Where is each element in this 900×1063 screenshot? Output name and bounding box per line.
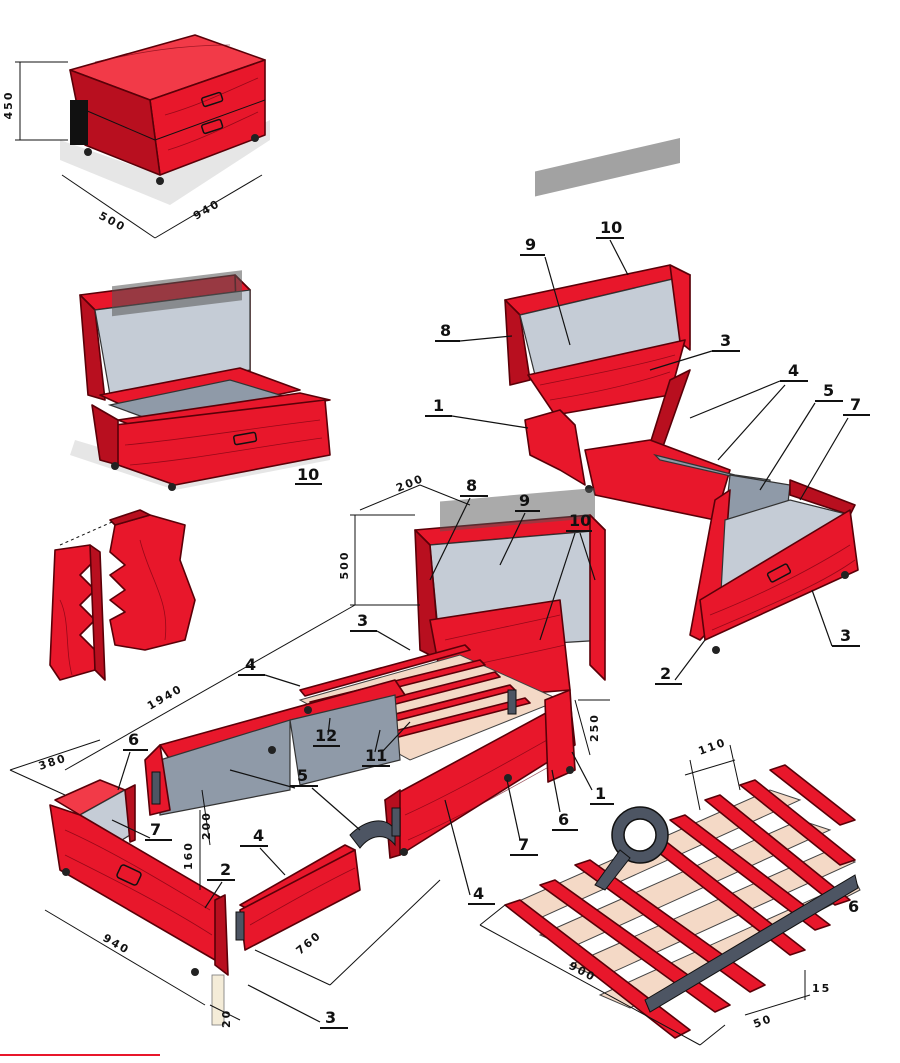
callout-4-bed-top: 4 (245, 655, 256, 674)
open-stool: 10 (70, 270, 331, 491)
metal-strap-roll (594, 806, 669, 891)
dim-end-length: 940 (101, 931, 133, 957)
callout-1-top: 1 (433, 396, 444, 415)
callout-6-left: 6 (128, 730, 139, 749)
callout-7-bed: 7 (518, 835, 529, 854)
dim-head-height: 250 (588, 713, 601, 742)
callout-3-right: 3 (840, 626, 851, 645)
assembled-bed (49, 487, 606, 1026)
dim-offset-160: 160 (182, 841, 195, 870)
callout-10-top: 10 (600, 218, 622, 237)
callout-4-bed-bottom: 4 (473, 884, 484, 903)
callout-1-bed: 1 (595, 784, 606, 803)
callout-8-bed: 8 (466, 476, 477, 495)
callout-10-open: 10 (297, 465, 319, 484)
dim-bed-length: 1940 (145, 682, 185, 713)
dim-side-height: 200 (200, 811, 213, 840)
dim-slat-width: 50 (752, 1012, 775, 1031)
callout-7-top: 7 (850, 395, 861, 414)
callout-4-bed-left: 4 (253, 826, 264, 845)
dim-board-thickness: 20 (220, 1009, 233, 1028)
callout-5-bed: 5 (297, 766, 308, 785)
callout-2-bed: 2 (220, 860, 231, 879)
callout-2-right: 2 (660, 664, 671, 683)
callout-3-bed-bottom: 3 (325, 1008, 336, 1027)
callout-5-top: 5 (823, 381, 834, 400)
joint-detail (49, 509, 196, 681)
closed-stool: 450 500 940 (2, 34, 270, 239)
callout-10-bed: 10 (569, 511, 591, 530)
texture-speckle (112, 270, 242, 317)
dim-side-length: 760 (294, 929, 325, 958)
dim-stool-width: 940 (191, 197, 223, 223)
callout-3-top: 3 (720, 331, 731, 350)
dim-slat-spacing: 110 (697, 736, 729, 758)
callout-8-top: 8 (440, 321, 451, 340)
callout-9-top: 9 (525, 235, 536, 254)
callout-4-top: 4 (788, 361, 799, 380)
bottom-edge-line (0, 1054, 160, 1056)
callouts: 10 9 8 3 1 4 5 7 3 2 8 9 (111, 218, 870, 1029)
dim-stool-height: 450 (2, 91, 15, 120)
callout-6-bed: 6 (558, 810, 569, 829)
dim-slat-thickness: 15 (812, 982, 831, 995)
dim-stool-depth: 500 (97, 209, 129, 234)
callout-7-left: 7 (150, 820, 161, 839)
dim-chest-height: 500 (338, 551, 351, 580)
callout-11-bed: 11 (365, 746, 387, 765)
callout-9-bed: 9 (519, 491, 530, 510)
slat-frame-slats (504, 764, 861, 1039)
slat-frame-edge-mark: 6 (848, 897, 859, 916)
dim-chest-lid: 200 (394, 472, 426, 495)
dim-end-width: 380 (37, 752, 69, 773)
slat-frame: 900 110 50 15 (479, 736, 861, 1046)
callout-3-bed: 3 (357, 611, 368, 630)
callout-12-bed: 12 (315, 726, 337, 745)
